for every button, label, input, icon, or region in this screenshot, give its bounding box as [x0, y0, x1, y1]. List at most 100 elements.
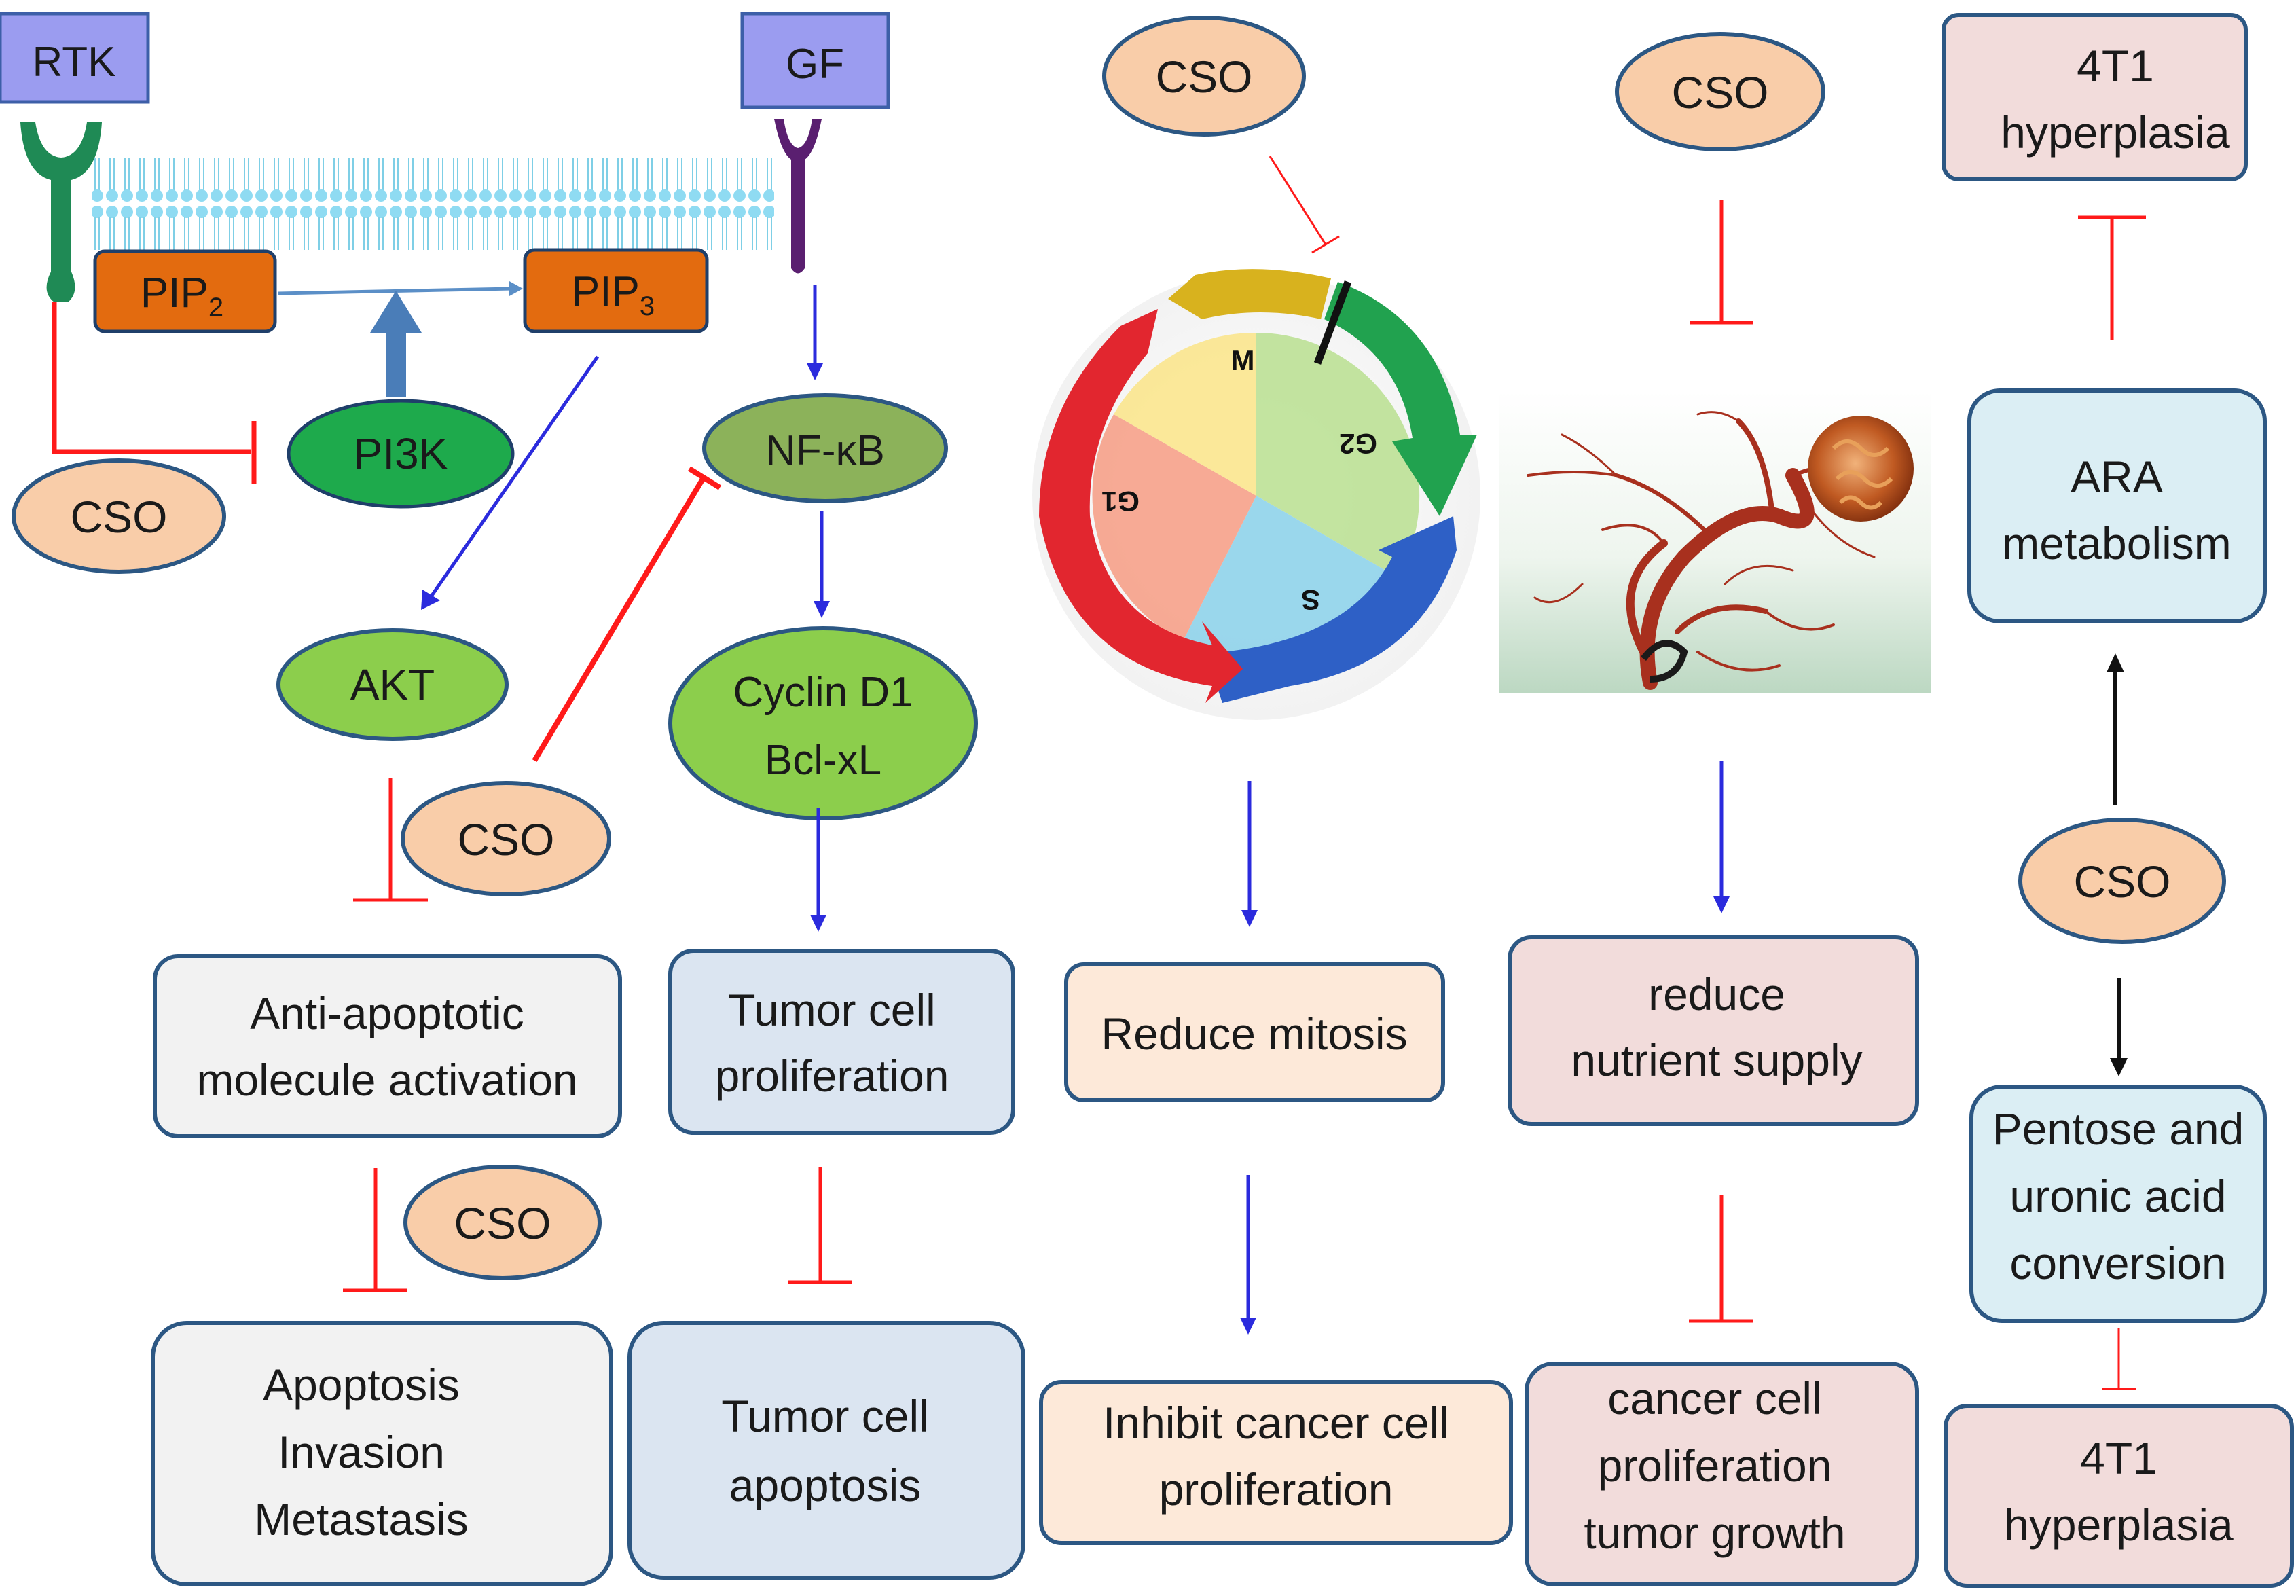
cso-node-metabolism: CSO — [2018, 818, 2226, 944]
box-line: 4T1 — [2077, 41, 2154, 91]
box-line: Tumor cell — [728, 985, 936, 1035]
box-line: Anti-apoptotic — [250, 988, 524, 1038]
cso-label: CSO — [1155, 52, 1252, 102]
cso-node-angiogenesis: CSO — [1615, 32, 1825, 151]
box-line: proliferation — [715, 1051, 949, 1101]
bclxl-label: Bcl-xL — [765, 737, 881, 784]
pentose-box: Pentose and uronic acid conversion — [1969, 1085, 2267, 1323]
cso-label: CSO — [2073, 856, 2170, 907]
cell-membrane — [92, 155, 774, 257]
ara-metabolism-box: ARA metabolism — [1967, 388, 2267, 623]
pip2-box: PIP2 — [93, 249, 277, 333]
rtk-label-box — [0, 12, 150, 104]
pip3-box: PIP3 — [523, 248, 709, 333]
nfkb-label: NF-κB — [765, 427, 885, 474]
hyperplasia-bottom-box: 4T1 hyperplasia — [1944, 1404, 2294, 1588]
cso-label: CSO — [1671, 67, 1768, 117]
rtk-receptor-icon — [20, 122, 102, 302]
box-line: apoptosis — [729, 1460, 922, 1510]
cso-to-pentose-arrow — [2110, 978, 2128, 1076]
box-line: proliferation — [1598, 1440, 1832, 1491]
proliferation-inhibition — [788, 1167, 852, 1284]
cso-node-cell-cycle: CSO — [1102, 16, 1306, 137]
gf-to-nfkb-arrow — [807, 285, 823, 380]
pi3k-label: PI3K — [354, 429, 448, 478]
box-line: Inhibit cancer cell — [1103, 1398, 1449, 1448]
rtk-receptor: RTK — [0, 12, 150, 302]
anti-apoptotic-box: Anti-apoptotic molecule activation — [153, 954, 622, 1138]
cyclin-to-proliferation-arrow — [810, 808, 826, 932]
phase-g1-arrow — [1039, 309, 1243, 703]
pip2-label: PIP2 — [141, 270, 223, 323]
akt-node: AKT — [276, 628, 509, 741]
cell-cycle-wheel: M G2 S G1 — [1032, 269, 1480, 720]
tumor-proliferation-box: Tumor cell proliferation — [668, 949, 1015, 1135]
checkpoint-bar — [1313, 280, 1352, 365]
cso-angiogenesis-inhibition — [1690, 200, 1753, 325]
cso-nfkb-inhibition — [532, 466, 722, 763]
cso-label: CSO — [457, 814, 554, 865]
box-line: nutrient supply — [1571, 1035, 1862, 1085]
reduce-nutrient-box: reduce nutrient supply — [1508, 935, 1919, 1126]
tumor-vasculature-image — [1499, 391, 1931, 693]
cso-label: CSO — [70, 492, 167, 542]
phase-label-s: S — [1301, 584, 1320, 616]
phase-s-arrow — [1216, 516, 1457, 703]
nfkb-node: NF-κB — [702, 393, 948, 503]
phase-label-m: M — [1231, 344, 1255, 376]
phase-m-arrow — [1168, 269, 1331, 319]
box-line: uronic acid — [2009, 1171, 2226, 1221]
box-line: metabolism — [2002, 518, 2231, 568]
box-line: Tumor cell — [721, 1391, 929, 1441]
box-line: tumor growth — [1584, 1508, 1845, 1558]
phase-g2-arrow — [1324, 282, 1477, 516]
box-line: ARA — [2071, 452, 2163, 502]
box-line: Metastasis — [254, 1494, 468, 1544]
box-line: Invasion — [278, 1427, 445, 1477]
akt-label: AKT — [350, 660, 435, 709]
cso-node-akt: CSO — [401, 781, 611, 896]
pip3-to-akt-arrow — [421, 355, 600, 610]
rtk-pi3k-inhibition — [52, 302, 257, 484]
apoptosis-invasion-box: Apoptosis Invasion Metastasis — [151, 1321, 613, 1586]
gf-receptor: GF — [740, 12, 890, 274]
cyclin-label: Cyclin D1 — [733, 669, 913, 716]
anti-apoptotic-inhibition — [343, 1168, 407, 1292]
gf-label-box — [740, 12, 890, 109]
tumor-apoptosis-box: Tumor cell apoptosis — [627, 1321, 1025, 1580]
rtk-label: RTK — [33, 39, 116, 86]
box-line: hyperplasia — [2004, 1500, 2234, 1550]
nfkb-to-cyclin-arrow — [814, 511, 830, 618]
pip2-to-pip3-arrow — [278, 281, 523, 296]
pi3k-node: PI3K — [287, 399, 515, 509]
box-line: proliferation — [1159, 1464, 1393, 1515]
box-line: hyperplasia — [2001, 107, 2230, 158]
nutrient-inhibition — [1689, 1195, 1753, 1323]
phase-label-g2: G2 — [1339, 428, 1377, 460]
cso-label: CSO — [454, 1198, 551, 1248]
box-line: cancer cell — [1607, 1373, 1821, 1423]
cso-node-anti-apoptotic: CSO — [403, 1165, 602, 1280]
box-line: conversion — [2009, 1238, 2226, 1288]
cyclin-bclxl-node: Cyclin D1 Bcl-xL — [668, 626, 978, 820]
akt-inhibition — [353, 778, 428, 902]
gf-receptor-icon — [774, 119, 822, 274]
box-line: Reduce mitosis — [1101, 1009, 1407, 1059]
gf-label: GF — [786, 41, 844, 88]
cso-node-pi3k: CSO — [12, 458, 226, 574]
cso-mitosis-inhibition — [1269, 156, 1340, 254]
box-line: reduce — [1648, 969, 1785, 1019]
reduce-mitosis-box: Reduce mitosis — [1064, 962, 1445, 1102]
box-line: Pentose and — [1992, 1104, 2244, 1154]
pentose-hyperplasia-inhibition — [2102, 1328, 2136, 1390]
mitosis-to-inhibit-arrow — [1240, 1175, 1256, 1335]
inhibit-proliferation-box: Inhibit cancer cell proliferation — [1039, 1380, 1513, 1545]
pip3-label: PIP3 — [572, 268, 655, 321]
pi3k-catalysis-arrow — [370, 291, 422, 397]
phase-label-g1: G1 — [1101, 486, 1140, 518]
box-line: 4T1 — [2080, 1433, 2157, 1483]
cancer-growth-box: cancer cell proliferation tumor growth — [1525, 1362, 1919, 1586]
box-line: molecule activation — [196, 1055, 577, 1105]
box-line: Apoptosis — [263, 1360, 460, 1410]
